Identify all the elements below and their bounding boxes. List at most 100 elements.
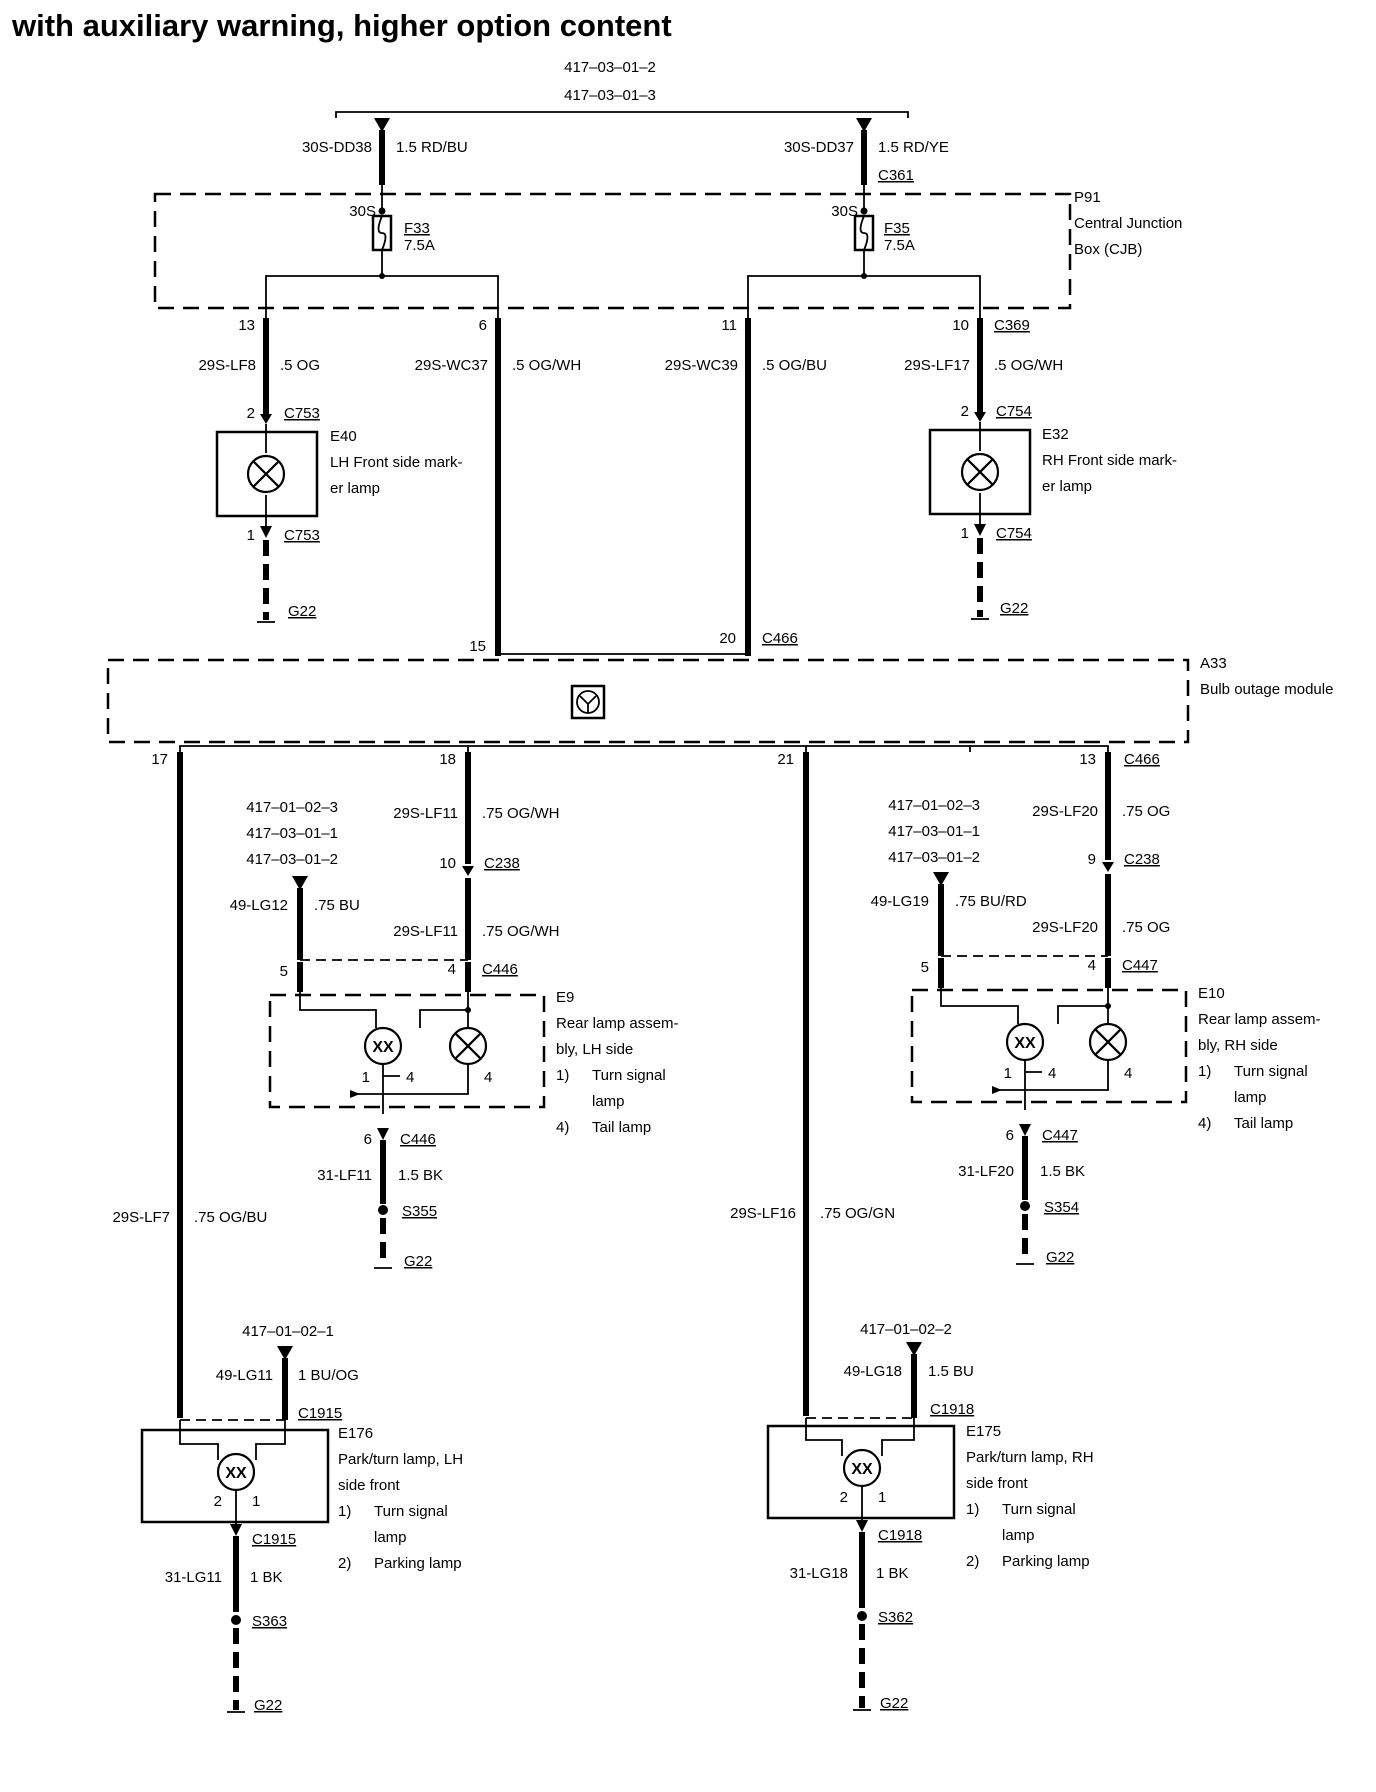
wire-id-lg11g: 31-LG11 bbox=[165, 1569, 222, 1586]
e9-note-num-1: 1) bbox=[556, 1067, 569, 1084]
e32-label-1: RH Front side mark- bbox=[1042, 452, 1177, 469]
f33-id: F33 bbox=[404, 220, 430, 237]
park-turn-lamp-e175 bbox=[766, 1424, 956, 1520]
park-turn-lamp-e176 bbox=[140, 1428, 330, 1524]
connector-c1915-bottom: C1915 bbox=[252, 1531, 296, 1548]
wire-spec-dd37: 1.5 RD/YE bbox=[878, 139, 949, 156]
ground-g22-2: G22 bbox=[1000, 600, 1028, 617]
e40-bulb-icon bbox=[246, 454, 286, 494]
fuse-f33-icon bbox=[377, 215, 387, 251]
e32-out-arrow bbox=[974, 524, 986, 536]
wire-id-lf16: 29S-LF16 bbox=[730, 1205, 796, 1222]
wire-spec-lg18g: 1 BK bbox=[876, 1565, 909, 1582]
e32-in-arrow bbox=[974, 412, 986, 422]
wire-id-lf20b: 29S-LF20 bbox=[1032, 919, 1098, 936]
e9-turn-feed bbox=[299, 992, 377, 1028]
ref-rh-c: 417–03–01–2 bbox=[888, 849, 980, 866]
ground-g22-3: G22 bbox=[404, 1253, 432, 1270]
wire-id-lf11g: 31-LF11 bbox=[317, 1167, 372, 1184]
a33-pin-18: 18 bbox=[439, 751, 456, 768]
a33-tick-13 bbox=[970, 745, 1109, 752]
wire-id-dd38: 30S-DD38 bbox=[302, 139, 372, 156]
rear-lamp-e9 bbox=[268, 993, 546, 1109]
wire-spec-lg18: 1.5 BU bbox=[928, 1363, 974, 1380]
a33-id: A33 bbox=[1200, 655, 1227, 672]
e9-int-pin-4a: 4 bbox=[406, 1069, 414, 1086]
e40-label-1: LH Front side mark- bbox=[330, 454, 463, 471]
e10-ground-bus bbox=[992, 1060, 1109, 1091]
wire-spec-wc39: .5 OG/BU bbox=[762, 357, 827, 374]
e176-note-1: Turn signal bbox=[374, 1503, 448, 1520]
e176-note-2: Parking lamp bbox=[374, 1555, 462, 1572]
arrow-dd38 bbox=[374, 118, 390, 132]
wire-id-lg19: 49-LG19 bbox=[871, 893, 929, 910]
e9-label-2: bly, LH side bbox=[556, 1041, 633, 1058]
wire-id-lf20: 29S-LF20 bbox=[1032, 803, 1098, 820]
e32-bulb-icon bbox=[960, 452, 1000, 492]
e175-int-pin-2: 2 bbox=[840, 1489, 848, 1506]
wire-id-lf7: 29S-LF7 bbox=[112, 1209, 170, 1226]
central-junction-box bbox=[153, 192, 1072, 310]
connector-c447-bottom: C447 bbox=[1042, 1127, 1078, 1144]
pin-10: 10 bbox=[952, 317, 969, 334]
connector-c238-right: C238 bbox=[1124, 851, 1160, 868]
lamp-e40 bbox=[215, 430, 319, 518]
wire-id-lf11: 29S-LF11 bbox=[393, 805, 458, 822]
e10-turn-feed bbox=[940, 988, 1019, 1024]
e9-pin-5: 5 bbox=[280, 963, 288, 980]
a33-label-1: Bulb outage module bbox=[1200, 681, 1333, 698]
e10-pin-5: 5 bbox=[921, 959, 929, 976]
ref-front-lh: 417–01–02–1 bbox=[242, 1323, 334, 1340]
wire-spec-lf20g: 1.5 BK bbox=[1040, 1163, 1085, 1180]
connector-c1918-bottom: C1918 bbox=[878, 1527, 922, 1544]
e40-pin-2: 2 bbox=[247, 405, 255, 422]
wire-spec-lg11g: 1 BK bbox=[250, 1569, 283, 1586]
e10-note-num-1: 1) bbox=[1198, 1063, 1211, 1080]
e10-turn-bulb-icon bbox=[1005, 1022, 1045, 1062]
f35-input: 30S bbox=[831, 203, 858, 220]
e10-pin-6: 6 bbox=[1006, 1127, 1014, 1144]
a33-pin-13: 13 bbox=[1079, 751, 1096, 768]
e40-label-2: er lamp bbox=[330, 480, 380, 497]
wire-id-dd37: 30S-DD37 bbox=[784, 139, 854, 156]
splice-s354: S354 bbox=[1044, 1199, 1079, 1216]
e40-in-arrow bbox=[260, 414, 272, 424]
splice-s363-icon bbox=[231, 1615, 241, 1625]
e9-ground-bus bbox=[350, 1064, 469, 1095]
splice-s362-icon bbox=[857, 1611, 867, 1621]
connector-c446-top: C446 bbox=[482, 961, 518, 978]
e32-pin-1: 1 bbox=[961, 525, 969, 542]
e175-note-2: Parking lamp bbox=[1002, 1553, 1090, 1570]
connector-c1915-top: C1915 bbox=[298, 1405, 342, 1422]
p91-label-1: Central Junction bbox=[1074, 215, 1182, 232]
e176-int-pin-2: 2 bbox=[214, 1493, 222, 1510]
e9-note-1b: lamp bbox=[592, 1093, 625, 1110]
wire-spec-lf17: .5 OG/WH bbox=[994, 357, 1063, 374]
e10-tail-link bbox=[1057, 1005, 1108, 1024]
page-title: with auxiliary warning, higher option co… bbox=[11, 8, 672, 43]
e175-note-num-2: 2) bbox=[966, 1553, 979, 1570]
e10-note-1: Turn signal bbox=[1234, 1063, 1308, 1080]
f35-id: F35 bbox=[884, 220, 910, 237]
e9-note-num-4: 4) bbox=[556, 1119, 569, 1136]
module-icon bbox=[570, 684, 606, 720]
e9-int-pin-1: 1 bbox=[362, 1069, 370, 1086]
e175-int-pin-1: 1 bbox=[878, 1489, 886, 1506]
e10-label-1: Rear lamp assem- bbox=[1198, 1011, 1321, 1028]
e10-note-4: Tail lamp bbox=[1234, 1115, 1293, 1132]
wire-id-lg18g: 31-LG18 bbox=[790, 1565, 848, 1582]
e175-note-num-1: 1) bbox=[966, 1501, 979, 1518]
e40-out-arrow bbox=[260, 526, 272, 538]
rh-pin-9: 9 bbox=[1088, 851, 1096, 868]
splice-s363: S363 bbox=[252, 1613, 287, 1630]
e176-label-2: side front bbox=[338, 1477, 401, 1494]
wire-spec-lf11b: .75 OG/WH bbox=[482, 923, 560, 940]
wire-spec-lf11: .75 OG/WH bbox=[482, 805, 560, 822]
arrow-lg12 bbox=[292, 876, 308, 890]
e175-park-feed bbox=[805, 1418, 843, 1456]
a33-pin-17: 17 bbox=[151, 751, 168, 768]
e10-int-pin-1: 1 bbox=[1004, 1065, 1012, 1082]
e9-turn-bulb-icon bbox=[363, 1026, 403, 1066]
e40-pin-1: 1 bbox=[247, 527, 255, 544]
splice-s354-icon bbox=[1020, 1201, 1030, 1211]
